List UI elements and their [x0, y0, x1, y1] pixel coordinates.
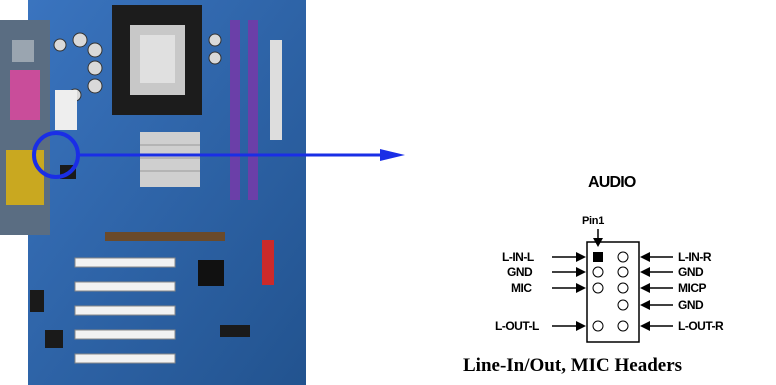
- northbridge-heatsink: [140, 132, 200, 187]
- pin1-label: Pin1: [582, 215, 605, 227]
- pci-slot: [74, 281, 176, 292]
- pin: [617, 299, 629, 311]
- arrow-left: [640, 252, 650, 262]
- header-title: AUDIO: [588, 174, 636, 191]
- agp-slot: [105, 232, 225, 241]
- label-micp: MICP: [678, 281, 707, 295]
- dimm-slot-1: [230, 20, 240, 200]
- arrow-left: [640, 300, 650, 310]
- dimm-slot-2: [248, 20, 258, 200]
- arrow-right: [576, 321, 586, 331]
- label-l-in-l: L-IN-L: [502, 250, 534, 264]
- pin: [617, 282, 629, 294]
- motherboard-image: [0, 0, 306, 385]
- southbridge-chip: [198, 260, 224, 286]
- pin: [592, 282, 604, 294]
- label-mic: MIC: [511, 281, 532, 295]
- label-l-out-l: L-OUT-L: [495, 319, 539, 333]
- pin: [617, 266, 629, 278]
- pin: [617, 251, 629, 263]
- pci-slot: [74, 257, 176, 268]
- label-gnd-right-2: GND: [678, 298, 704, 312]
- pci-slot: [74, 353, 176, 364]
- arrow-right: [576, 283, 586, 293]
- pci-slot: [74, 305, 176, 316]
- arrow-left: [640, 283, 650, 293]
- pci-slot: [74, 329, 176, 340]
- arrow-right: [576, 267, 586, 277]
- label-gnd-right-1: GND: [678, 265, 704, 279]
- serial-port: [10, 70, 40, 120]
- vga-port: [6, 150, 44, 205]
- pin: [592, 320, 604, 332]
- arrow-right: [576, 252, 586, 262]
- label-l-out-r: L-OUT-R: [678, 319, 724, 333]
- label-l-in-r: L-IN-R: [678, 250, 712, 264]
- header-outline: [586, 241, 640, 343]
- pin-1-square: [593, 252, 603, 262]
- arrow-left: [640, 321, 650, 331]
- pin: [617, 320, 629, 332]
- pin: [592, 266, 604, 278]
- caption: Line-In/Out, MIC Headers: [463, 355, 683, 376]
- label-gnd-left: GND: [507, 265, 533, 279]
- ide-connector: [270, 40, 282, 140]
- arrow-left: [640, 267, 650, 277]
